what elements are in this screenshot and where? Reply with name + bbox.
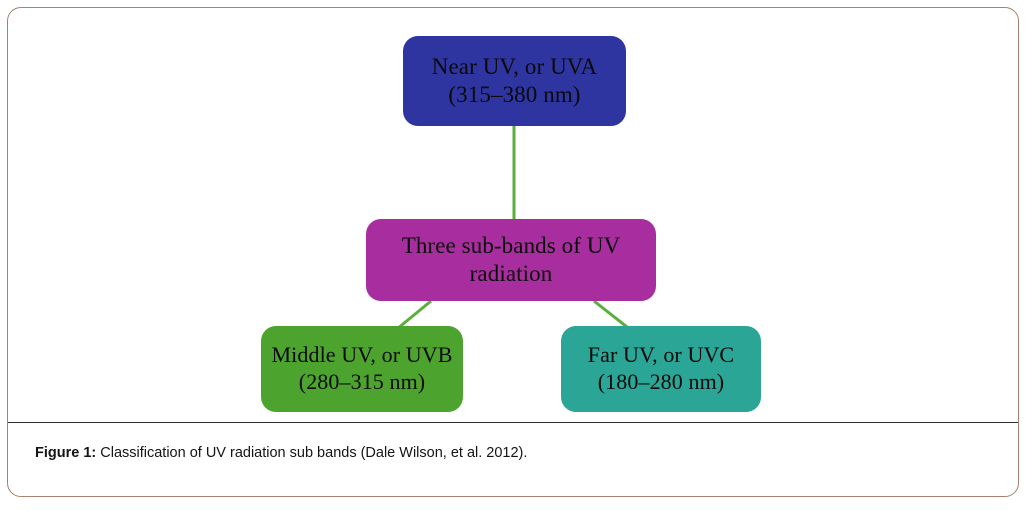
node-near-uv-uva-label: Near UV, or UVA (315–380 nm) — [431, 53, 598, 107]
figure-caption-text: Classification of UV radiation sub bands… — [96, 445, 528, 461]
diagram-area: Near UV, or UVA (315–380 nm) Three sub-b… — [8, 8, 1020, 422]
figure-caption-label: Figure 1: — [35, 445, 97, 461]
node-middle-uv-uvb[interactable]: Middle UV, or UVB (280–315 nm) — [261, 326, 463, 412]
node-middle-uv-uvb-label: Middle UV, or UVB (280–315 nm) — [271, 342, 453, 394]
node-near-uv-uva[interactable]: Near UV, or UVA (315–380 nm) — [403, 36, 626, 126]
node-far-uv-uvc-label: Far UV, or UVC (180–280 nm) — [587, 342, 735, 394]
figure-caption: Figure 1: Classification of UV radiation… — [35, 444, 994, 464]
node-three-sub-bands[interactable]: Three sub-bands of UV radiation — [366, 219, 656, 301]
caption-divider — [8, 422, 1018, 423]
figure-panel: Near UV, or UVA (315–380 nm) Three sub-b… — [7, 7, 1019, 497]
node-far-uv-uvc[interactable]: Far UV, or UVC (180–280 nm) — [561, 326, 761, 412]
node-three-sub-bands-label: Three sub-bands of UV radiation — [401, 232, 621, 286]
